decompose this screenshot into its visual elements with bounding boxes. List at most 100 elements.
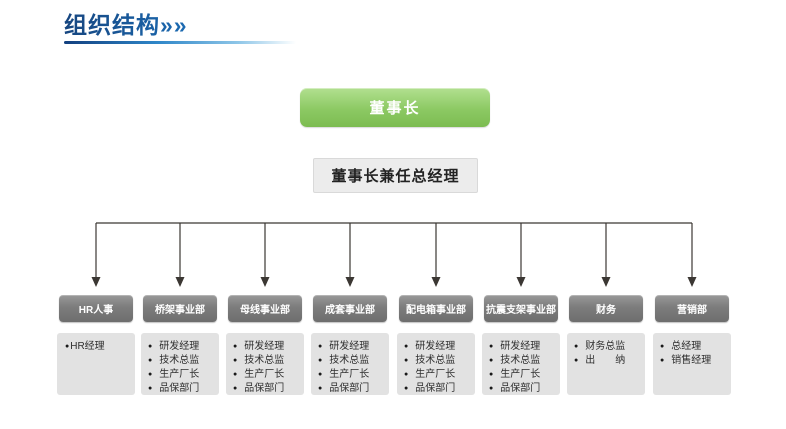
member-item: ● 生产厂长 <box>148 368 219 382</box>
department-box: 成套事业部 <box>313 295 387 322</box>
member-panel: ●HR经理 <box>57 333 135 395</box>
title-block: 组织结构»» <box>64 10 296 44</box>
member-item: ● 研发经理 <box>318 340 389 354</box>
department-box: 财务 <box>569 295 643 322</box>
member-item: ● 出 纳 <box>574 354 645 368</box>
member-panel: ●研发经理●技术总监●生产厂长●品保部门 <box>311 333 389 395</box>
bullet-icon: ● <box>404 357 409 364</box>
member-label: 研发经理 <box>415 341 456 352</box>
member-list: ●财务总监 ● 出 纳 <box>574 340 645 368</box>
department-box: 营销部 <box>655 295 729 322</box>
bullet-icon: ● <box>318 357 323 364</box>
arrow-down-icon <box>175 277 185 287</box>
bullet-icon: ● <box>318 385 323 392</box>
member-panel: ●研发经理 ● 技术总监 ● 生产厂长 ● 品保部门 <box>482 333 560 395</box>
member-label: 生产厂长 <box>415 369 456 380</box>
member-label: 研发经理 <box>159 341 200 352</box>
department-column: 母线事业部 ● 研发经理 ● 技术总监 ● 生产厂长 ●品保部门 <box>226 295 304 396</box>
page-title: 组织结构»» <box>64 10 296 40</box>
member-item: ●研发经理 <box>489 340 560 354</box>
bullet-icon: ● <box>233 385 238 392</box>
department-column: 成套事业部 ●研发经理●技术总监●生产厂长●品保部门 <box>311 295 389 395</box>
member-item: ●HR经理 <box>65 340 135 354</box>
department-column: 配电箱事业部 ●研发经理●技术总监●生产厂长●品保部门 <box>397 295 475 396</box>
arrow-down-icon <box>516 277 526 287</box>
bullet-icon: ● <box>148 357 153 364</box>
department-column: 财务 ●财务总监 ● 出 纳 <box>567 295 645 395</box>
member-label: 技术总监 <box>329 355 370 366</box>
member-item: ●总经理 <box>660 340 731 354</box>
bullet-icon: ● <box>489 385 494 392</box>
member-item: ● 生产厂长 <box>233 368 304 382</box>
member-label: 财务总监 <box>585 341 626 352</box>
member-list: ●研发经理●技术总监●生产厂长●品保部门 <box>148 340 219 396</box>
department-box: HR人事 <box>59 295 133 322</box>
member-panel: ●财务总监 ● 出 纳 <box>567 333 645 395</box>
bullet-icon: ● <box>660 357 665 364</box>
member-item: ●生产厂长 <box>318 368 389 382</box>
member-list: ●研发经理●技术总监●生产厂长●品保部门 <box>318 340 389 396</box>
arrow-down-icon <box>601 277 611 287</box>
bullet-icon: ● <box>489 371 494 378</box>
bullet-icon: ● <box>233 343 238 350</box>
general-manager-box: 董事长兼任总经理 <box>313 158 478 193</box>
member-label: 出 纳 <box>585 355 626 366</box>
department-box: 抗震支架事业部 <box>484 295 558 322</box>
bullet-icon: ● <box>148 371 153 378</box>
member-item: ● 研发经理 <box>233 340 304 354</box>
member-label: 技术总监 <box>159 355 200 366</box>
chairman-label: 董事长 <box>369 100 421 117</box>
bullet-icon: ● <box>318 343 323 350</box>
member-item: ● 生产厂长 <box>489 368 560 382</box>
member-label: 技术总监 <box>244 355 285 366</box>
member-label: 技术总监 <box>415 355 456 366</box>
bullet-icon: ● <box>233 371 238 378</box>
member-label: 生产厂长 <box>244 369 285 380</box>
arrow-down-icon <box>687 277 697 287</box>
bullet-icon: ● <box>65 343 70 350</box>
bullet-icon: ● <box>148 385 153 392</box>
bullet-icon: ● <box>233 357 238 364</box>
chairman-box: 董事长 <box>300 88 490 127</box>
bullet-icon: ● <box>574 357 579 364</box>
member-item: ●品保部门 <box>148 382 219 396</box>
arrow-down-icon <box>431 277 441 287</box>
title-underline <box>64 41 296 44</box>
page-title-text: 组织结构 <box>64 12 160 38</box>
department-column: 抗震支架事业部 ●研发经理 ● 技术总监 ● 生产厂长 ● 品保部门 <box>482 295 560 395</box>
department-box: 桥架事业部 <box>143 295 217 322</box>
member-label: 研发经理 <box>329 341 370 352</box>
bullet-icon: ● <box>404 343 409 350</box>
member-label: 生产厂长 <box>329 369 370 380</box>
member-item: ● 技术总监 <box>233 354 304 368</box>
arrow-down-icon <box>345 277 355 287</box>
member-item: ● 技术总监 <box>318 354 389 368</box>
member-label: 生产厂长 <box>159 369 200 380</box>
member-label: 品保部门 <box>415 383 456 394</box>
member-label: 生产厂长 <box>500 369 541 380</box>
member-list: ●研发经理 ● 技术总监 ● 生产厂长 ● 品保部门 <box>489 340 560 396</box>
member-label: 品保部门 <box>500 383 541 394</box>
member-item: ●财务总监 <box>574 340 645 354</box>
member-panel: ●总经理●销售经理 <box>653 333 731 395</box>
member-label: 研发经理 <box>500 341 541 352</box>
member-item: ●生产厂长 <box>404 368 475 382</box>
department-box: 母线事业部 <box>228 295 302 322</box>
member-item: ●品保部门 <box>404 382 475 396</box>
department-column: 桥架事业部 ●研发经理●技术总监●生产厂长●品保部门 <box>141 295 219 396</box>
member-item: ●销售经理 <box>660 354 731 368</box>
member-label: HR经理 <box>70 341 105 352</box>
member-label: 技术总监 <box>500 355 541 366</box>
member-label: 研发经理 <box>244 341 285 352</box>
bullet-icon: ● <box>660 343 665 350</box>
member-item: ●研发经理 <box>148 340 219 354</box>
member-item: ●品保部门 <box>233 382 304 396</box>
department-column: HR人事 ●HR经理 <box>57 295 135 395</box>
arrow-down-icon <box>260 277 270 287</box>
general-manager-label: 董事长兼任总经理 <box>331 168 460 185</box>
member-list: ●总经理●销售经理 <box>660 340 731 368</box>
bullet-icon: ● <box>489 357 494 364</box>
member-item: ●品保部门 <box>318 382 389 396</box>
chevrons-icon: »» <box>160 12 188 38</box>
